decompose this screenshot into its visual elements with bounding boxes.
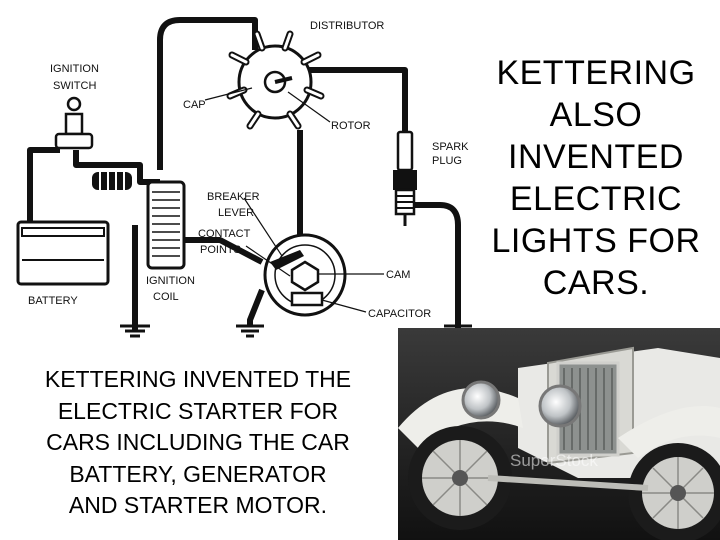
caption-right-line: CARS. xyxy=(542,264,650,302)
caption-bottom-line: CARS INCLUDING THE CAR xyxy=(46,429,350,455)
label-breaker-lever-2: LEVER xyxy=(218,207,254,219)
wire-points-ground xyxy=(247,288,265,326)
wire-switch-to-coil xyxy=(73,150,160,185)
caption-bottom-line: AND STARTER MOTOR. xyxy=(68,492,328,518)
label-capacitor: CAPACITOR xyxy=(368,308,431,320)
wire-distributor-to-plug xyxy=(300,67,408,140)
label-ignition-switch-1: IGNITION xyxy=(50,63,99,75)
caption-bottom-line: ELECTRIC STARTER FOR xyxy=(57,397,339,424)
caption-right-line: ELECTRIC xyxy=(509,180,683,218)
label-spark-plug-1: SPARK xyxy=(432,141,469,153)
label-ignition-switch-2: SWITCH xyxy=(53,80,96,92)
label-spark-plug-2: PLUG xyxy=(432,155,462,167)
caption-bottom-line: BATTERY, GENERATOR xyxy=(69,460,327,487)
ignition-system-diagram: DISTRIBUTOR IGNITION SWITCH CAP ROTOR SP… xyxy=(16,17,472,338)
label-contact-points-2: POINTS xyxy=(200,244,241,256)
car-wheel-right xyxy=(628,443,720,540)
distributor-cap-icon xyxy=(226,30,325,130)
caption-right-line: LIGHTS FOR xyxy=(491,222,701,260)
wire-coil-to-distributor xyxy=(157,17,258,170)
label-contact-points-1: CONTACT xyxy=(198,228,251,240)
vintage-car-photo: SuperStock xyxy=(398,328,720,540)
battery-icon xyxy=(16,220,110,286)
ignition-coil-icon xyxy=(146,180,186,270)
label-breaker-lever-1: BREAKER xyxy=(207,191,260,203)
label-ignition-coil-2: COIL xyxy=(153,291,179,303)
caption-bottom-line: KETTERING INVENTED THE xyxy=(44,366,352,392)
ignition-switch-icon xyxy=(54,96,94,150)
photo-watermark: SuperStock xyxy=(510,451,598,470)
wire-switch-to-battery xyxy=(27,147,60,225)
label-rotor: ROTOR xyxy=(331,120,371,132)
label-cap: CAP xyxy=(183,99,206,111)
spark-plug-icon xyxy=(393,130,417,226)
breaker-points-icon xyxy=(263,233,347,317)
car-wheel-left xyxy=(408,426,512,530)
ballast-resistor-icon xyxy=(92,172,132,190)
label-distributor: DISTRIBUTOR xyxy=(310,20,384,32)
caption-right-line: KETTERING xyxy=(496,54,696,92)
label-ignition-coil-1: IGNITION xyxy=(146,275,195,287)
label-cam: CAM xyxy=(386,269,410,281)
label-battery: BATTERY xyxy=(28,295,78,307)
wire-plug-ground xyxy=(412,202,461,330)
wire-coil-to-points xyxy=(175,237,264,265)
caption-right-line: INVENTED xyxy=(508,138,684,176)
caption-right-line: ALSO xyxy=(549,96,643,134)
caption-electric-lights: KETTERING ALSO INVENTED ELECTRIC LIGHTS … xyxy=(478,52,714,304)
caption-electric-starter: KETTERING INVENTED THE ELECTRIC STARTER … xyxy=(4,364,392,522)
